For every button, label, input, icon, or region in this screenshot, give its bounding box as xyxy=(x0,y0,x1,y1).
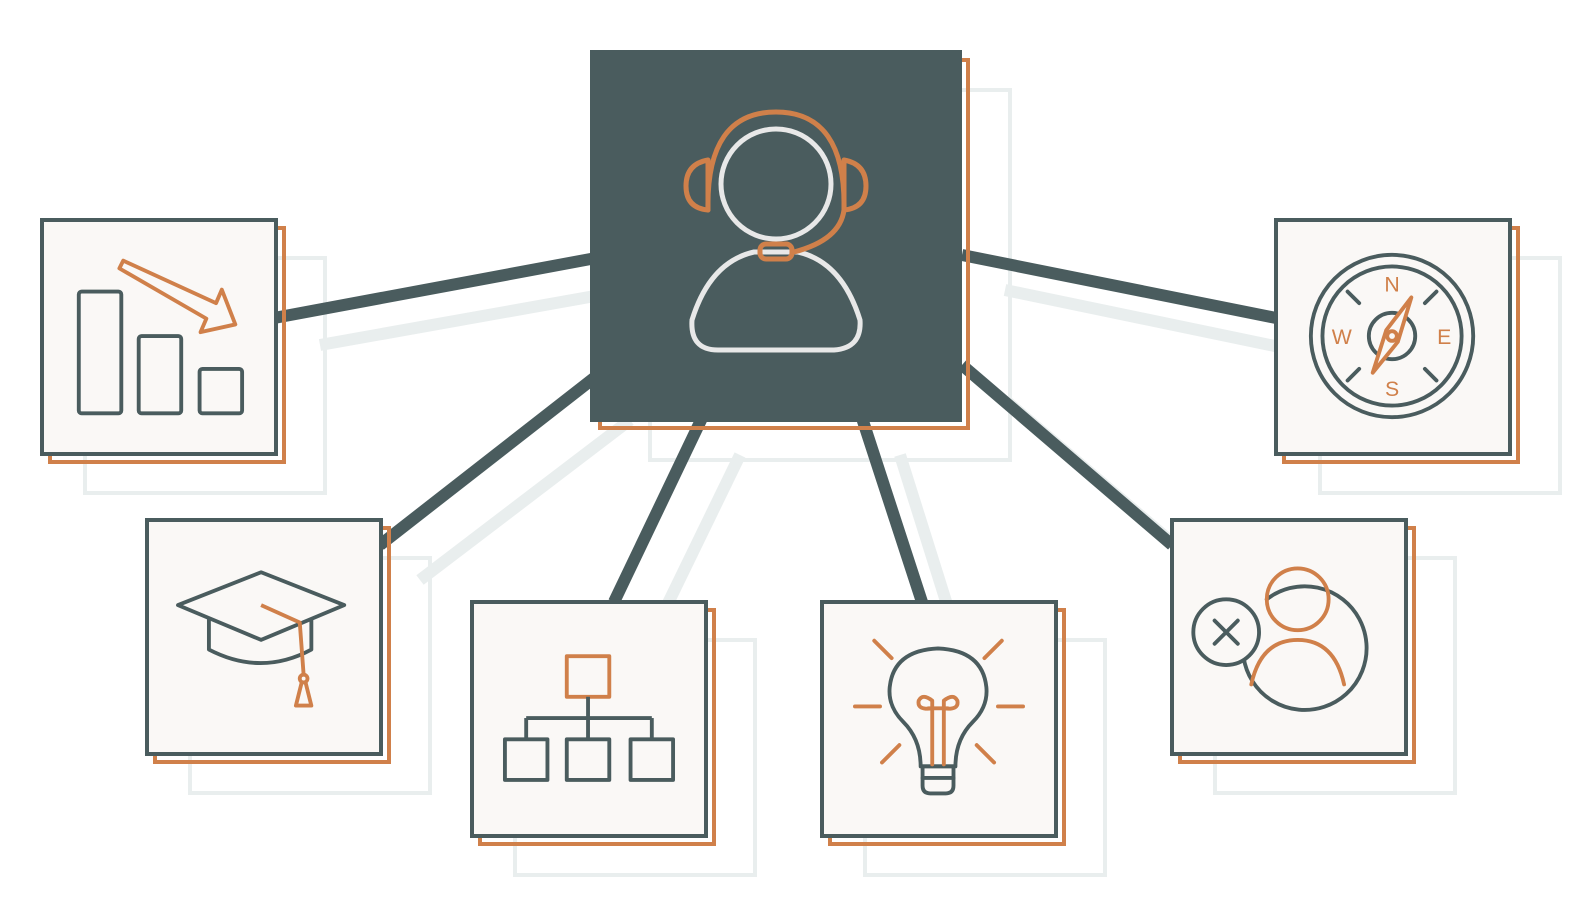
declining-chart-node[interactable] xyxy=(40,218,286,464)
compass-west-label: W xyxy=(1332,325,1352,349)
remove-user-card xyxy=(1170,518,1408,756)
ghost-connector xyxy=(318,282,642,351)
remove-user-node[interactable] xyxy=(1170,518,1416,764)
org-chart-child-box xyxy=(564,737,612,782)
connector-remove-user xyxy=(958,360,1176,550)
org-chart-child-box xyxy=(502,737,550,782)
chart-card xyxy=(40,218,278,456)
org-chart-icon xyxy=(502,654,676,782)
idea-node[interactable] xyxy=(820,600,1066,846)
compass-card: N S E W xyxy=(1274,218,1512,456)
connector-compass xyxy=(960,249,1278,324)
hierarchy-node[interactable] xyxy=(470,600,716,846)
remove-user-icon xyxy=(1191,566,1369,712)
ghost-connector xyxy=(1003,284,1320,361)
compass-north-label: N xyxy=(1384,273,1399,297)
chart-bar-short xyxy=(197,366,245,416)
compass-icon: N S E W xyxy=(1308,252,1476,420)
compass-node[interactable]: N S E W xyxy=(1274,218,1520,464)
hierarchy-card xyxy=(470,600,708,838)
ghost-connector xyxy=(416,415,634,585)
compass-south-label: S xyxy=(1385,377,1399,401)
org-chart-root-box xyxy=(564,654,612,699)
connector-education xyxy=(376,373,598,550)
graduation-cap-icon xyxy=(176,570,347,708)
education-card xyxy=(145,518,383,756)
down-arrow-icon xyxy=(117,258,238,335)
idea-card xyxy=(820,600,1058,838)
education-node[interactable] xyxy=(145,518,391,764)
lightbulb-icon xyxy=(852,638,1026,796)
customer-support-headset-icon xyxy=(683,109,869,353)
connector-hierarchy xyxy=(608,415,708,605)
hub-card xyxy=(590,50,962,422)
hub-node[interactable] xyxy=(590,50,970,430)
compass-east-label: E xyxy=(1437,325,1451,349)
connector-idea xyxy=(856,416,928,604)
chart-bar-medium xyxy=(136,334,184,416)
declining-bar-chart-icon xyxy=(76,258,245,416)
chart-bar-tall xyxy=(76,289,124,416)
connector-chart xyxy=(272,252,598,324)
org-chart-child-box xyxy=(628,737,676,782)
